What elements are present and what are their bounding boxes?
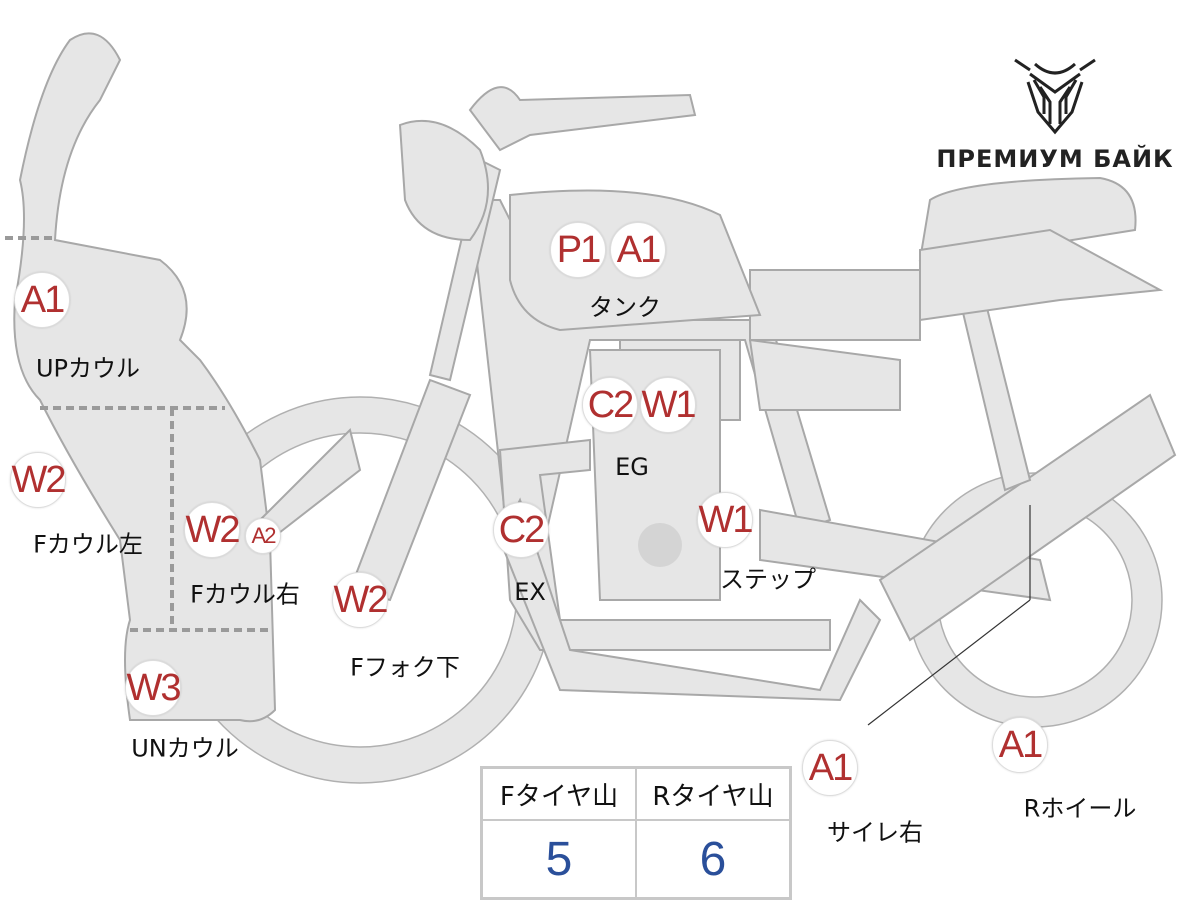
part-label-f-cowl-right: Fカウル右 xyxy=(190,580,300,609)
part-label-step: ステップ xyxy=(720,565,816,594)
handlebar xyxy=(468,86,697,152)
code-badge: W2 xyxy=(10,452,67,508)
front-fork xyxy=(348,378,472,602)
seat xyxy=(918,176,1137,262)
part-label-up-cowl: UPカウル xyxy=(35,354,141,383)
code-badge: W1 xyxy=(697,492,754,548)
brand-logo: ПРЕМИУМ БАЙК xyxy=(925,52,1185,173)
rear-tire-value: 6 xyxy=(635,819,792,900)
panel-dividers xyxy=(5,236,270,632)
part-label-tank: タンク xyxy=(589,293,661,322)
part-label-engine: EG xyxy=(615,453,649,481)
muffler-leader-line xyxy=(867,505,1031,726)
tire-tread-table: Fタイヤ山 Rタイヤ山 5 6 xyxy=(480,766,792,900)
code-badge: A2 xyxy=(245,518,281,554)
front-tire-header: Fタイヤ山 xyxy=(480,766,637,821)
brand-name: ПРЕМИУМ БАЙК xyxy=(936,145,1174,173)
part-label-muffler-right: サイレ右 xyxy=(827,818,923,847)
part-label-exhaust: EX xyxy=(514,578,546,606)
code-badge: A1 xyxy=(802,740,858,796)
muffler xyxy=(878,393,1177,642)
headlight xyxy=(398,119,489,242)
code-badge: C2 xyxy=(582,377,638,433)
part-label-under-cowl: UNカウル xyxy=(131,734,239,763)
bull-head-logo-icon xyxy=(1014,58,1096,135)
code-badge: W3 xyxy=(125,660,182,716)
code-badge: C2 xyxy=(493,502,549,558)
code-badge: A1 xyxy=(992,717,1048,773)
code-badge: P1 xyxy=(550,222,606,278)
part-label-f-cowl-left: Fカウル左 xyxy=(33,530,143,559)
code-badge: A1 xyxy=(610,222,666,278)
front-tire-value: 5 xyxy=(480,819,637,900)
rear-tire-header: Rタイヤ山 xyxy=(635,766,792,821)
code-badge: W1 xyxy=(640,377,697,433)
exhaust xyxy=(498,438,831,651)
code-badge: W2 xyxy=(184,502,241,558)
code-badge: W2 xyxy=(332,572,389,628)
code-badge: A1 xyxy=(14,272,70,328)
part-label-front-fork: Fフォク下 xyxy=(350,653,460,682)
part-label-rear-wheel: Rホイール xyxy=(1023,794,1137,823)
